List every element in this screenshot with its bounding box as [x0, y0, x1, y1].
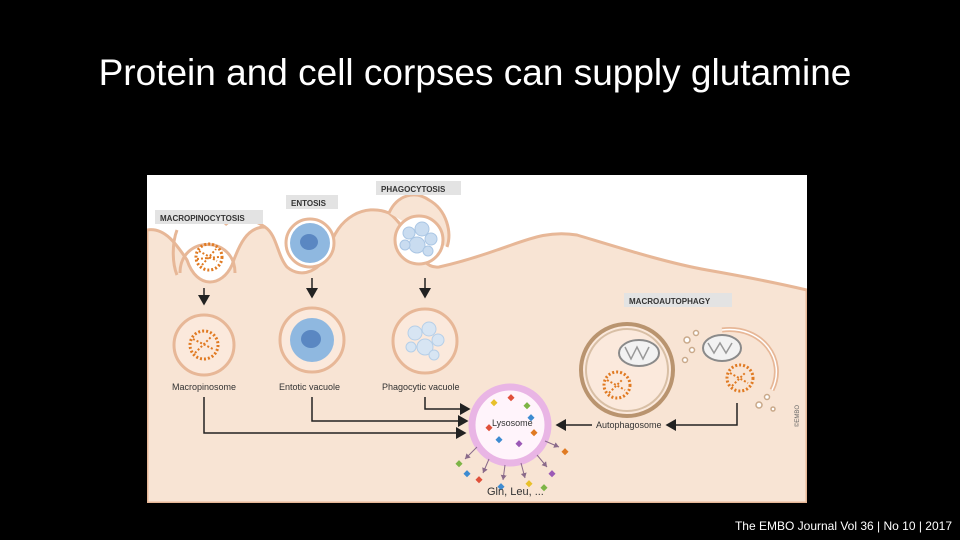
apoptotic-body-icon: [399, 221, 438, 257]
slide-title: Protein and cell corpses can supply glut…: [98, 52, 852, 93]
tag-phagocytosis: [376, 181, 461, 195]
amino-acid-icon: [485, 394, 538, 448]
autophagosome: [579, 322, 675, 418]
tag-macroautophagy-text: MACROAUTOPHAGY: [629, 297, 711, 306]
protein-aggregate-icon: [194, 242, 224, 272]
lysosome: [468, 383, 552, 467]
protein-aggregate-icon: [188, 329, 220, 361]
macropinocytosis-ruffle: [171, 229, 179, 276]
phagophore: [681, 327, 779, 412]
nucleus-icon: [301, 330, 321, 348]
pathway-diagram: MACROPINOCYTOSIS ENTOSIS PHAGOCYTOSIS MA…: [147, 175, 807, 503]
label-macropinosome: Macropinosome: [172, 382, 236, 392]
protein-aggregate-icon: [602, 370, 632, 400]
mitochondrion-icon: [618, 339, 660, 367]
tag-macroautophagy: [624, 293, 732, 307]
watermark-embo: ©EMBO: [794, 405, 801, 427]
phagocytic-vacuole: [391, 307, 459, 375]
apoptotic-body-icon: [405, 321, 445, 361]
arrow-phagophore-to-autophagosome: [665, 403, 738, 431]
citation: The EMBO Journal Vol 36 | No 10 | 2017: [734, 519, 952, 533]
tag-entosis: [286, 195, 338, 209]
efflux-arrows: [464, 440, 560, 481]
label-entotic-vacuole: Entotic vacuole: [279, 382, 340, 392]
entotic-vacuole: [278, 306, 346, 374]
tag-phagocytosis-text: PHAGOCYTOSIS: [381, 185, 446, 194]
protein-aggregate-icon: [725, 363, 755, 393]
tag-macropinocytosis-text: MACROPINOCYTOSIS: [160, 214, 245, 223]
tag-entosis-text: ENTOSIS: [291, 199, 327, 208]
label-phagocytic-vacuole: Phagocytic vacuole: [382, 382, 460, 392]
vesicle-icon: [681, 329, 776, 412]
tag-macropinocytosis: [155, 210, 263, 224]
label-lysosome: Lysosome: [492, 418, 533, 428]
mitochondrion-icon: [702, 334, 742, 362]
pathway-figure: MACROPINOCYTOSIS ENTOSIS PHAGOCYTOSIS MA…: [147, 175, 807, 503]
entosis-uptake: [284, 217, 336, 269]
arrow-phagocytic-to-lysosome: [424, 397, 471, 415]
released-amino-acid-icon: [455, 448, 569, 492]
label-autophagosome: Autophagosome: [596, 420, 662, 430]
label-products: Gln, Leu, ...: [487, 486, 544, 498]
macropinocytosis-uptake: [178, 242, 237, 274]
arrow-entotic-to-lysosome: [311, 397, 469, 427]
phagocytosis-uptake: [393, 214, 445, 266]
arrow-macropinosome-to-lysosome: [203, 397, 467, 439]
nucleus-icon: [300, 234, 318, 250]
macropinosome: [172, 313, 236, 377]
